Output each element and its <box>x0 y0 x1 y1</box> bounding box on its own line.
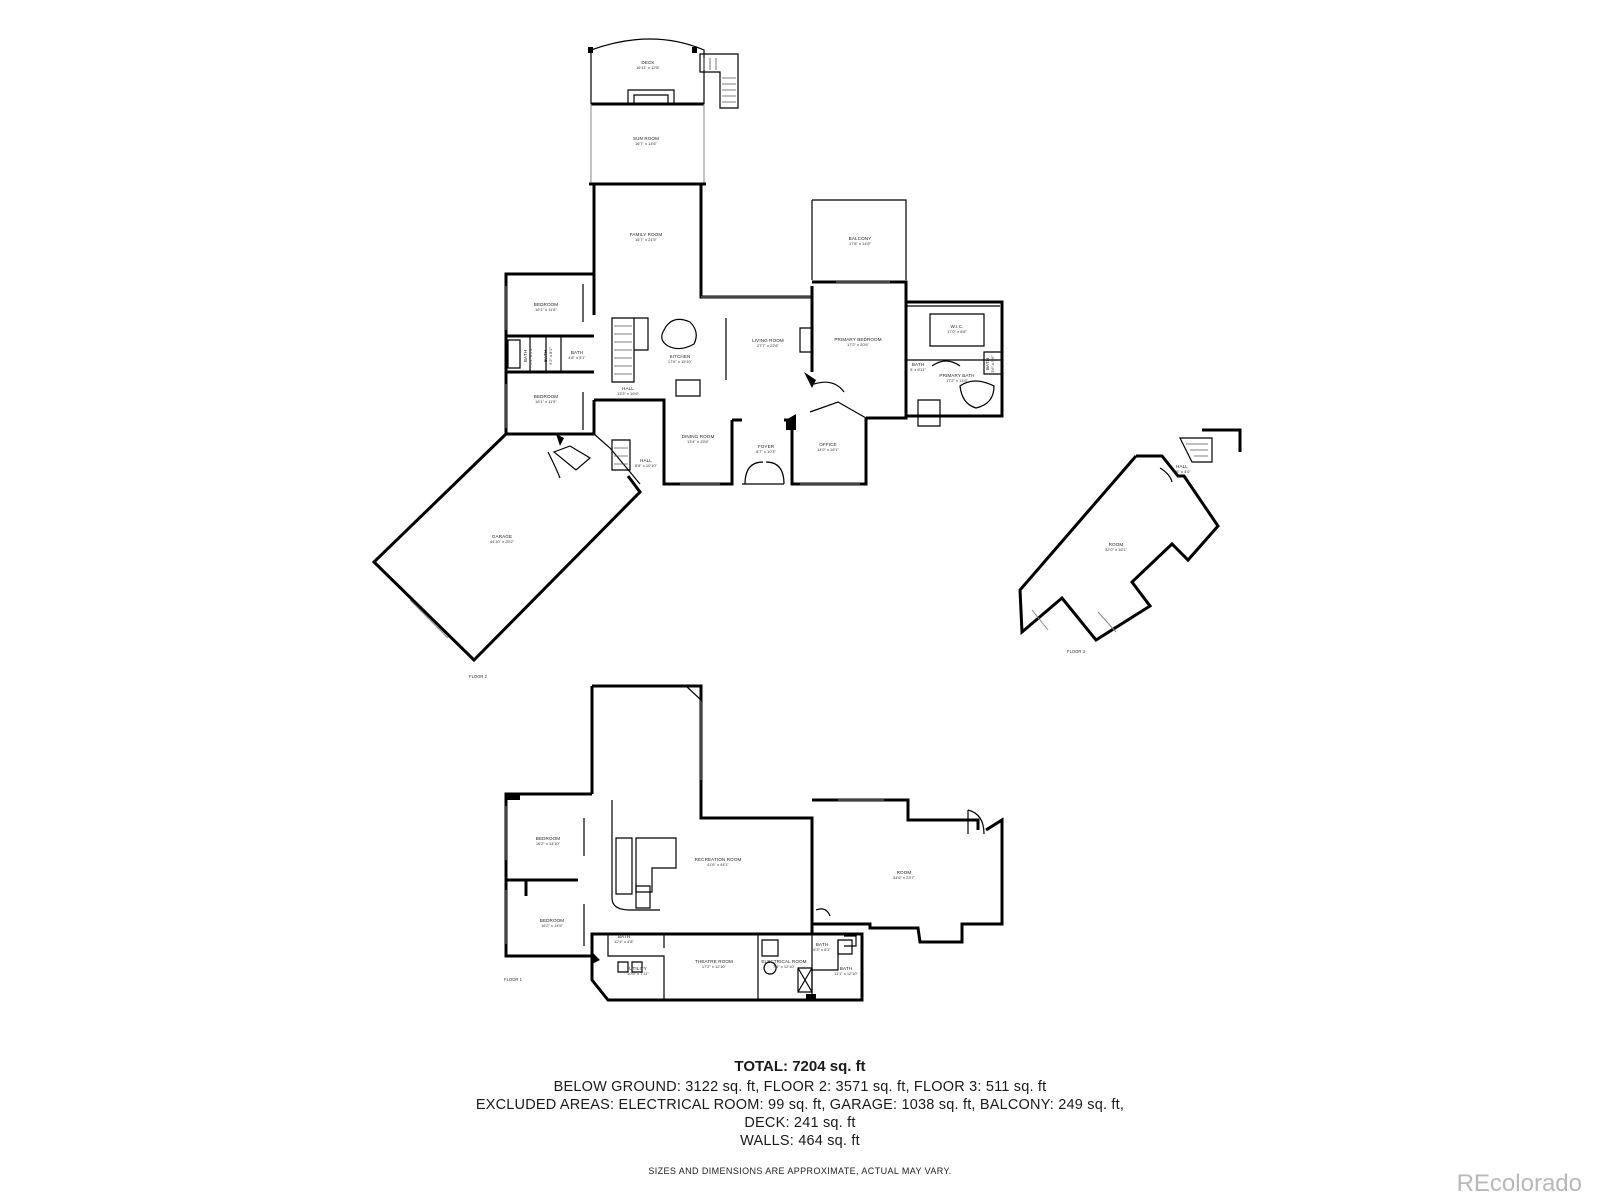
room-dim-bath-b: 5'2" x 8'1" <box>548 347 553 365</box>
room-dim-bath-f: 12'4" x 4'8" <box>614 939 634 944</box>
room-name-sun-room: SUN ROOM <box>633 136 659 141</box>
room-dim-deck: 16'11" x 12'8" <box>636 65 660 70</box>
room-dim-room-f3: 32'0" x 16'1" <box>1105 547 1128 552</box>
room-name-living-room: LIVING ROOM <box>752 338 784 343</box>
room-dim-theatre-room: 17'2" x 12'10" <box>702 964 727 969</box>
floor-label-3: FLOOR 3 <box>1067 649 1086 654</box>
room-name-hall-b: HALL <box>640 458 652 463</box>
room-name-hall-c: HALL <box>1176 464 1188 469</box>
floor-2-plan <box>371 38 1004 663</box>
room-name-bath-b: BATH <box>543 350 548 362</box>
total-area: TOTAL: 7204 sq. ft <box>734 1058 866 1075</box>
floor-area-breakdown: BELOW GROUND: 3122 sq. ft, FLOOR 2: 3571… <box>553 1079 1047 1095</box>
room-name-garage: GARAGE <box>492 534 512 539</box>
room-dim-sun-room: 16'7" x 14'6" <box>635 141 658 146</box>
walls-area: WALLS: 464 sq. ft <box>740 1133 860 1149</box>
room-dim-bath-h: 11'1" x 12'10" <box>834 971 858 976</box>
room-dim-hall-b: 8'8" x 10'10" <box>635 463 658 468</box>
room-dim-wic: 17'0" x 8'8" <box>947 329 967 334</box>
room-dim-bedroom-d: 16'2" x 14'5" <box>541 923 564 928</box>
room-name-deck: DECK <box>641 60 655 65</box>
room-dim-kitchen: 17'6" x 15'10" <box>668 359 693 364</box>
room-dim-bath-g: 6'3" x 6'1" <box>813 947 831 952</box>
room-dim-electrical-room: 7'8" x 12'10" <box>773 964 796 969</box>
room-dim-family-room: 16'7" x 21'5" <box>635 237 658 242</box>
room-labels: DECK 16'11" x 12'8" SUN ROOM 16'7" x 14'… <box>490 60 1191 976</box>
room-dim-bedroom-b: 16'1" x 11'5" <box>535 399 557 404</box>
room-name-theatre-room: THEATRE ROOM <box>695 959 733 964</box>
room-dim-primary-bedroom: 17'2" x 20'6" <box>847 342 870 347</box>
room-dim-bath-d: 5' x 6'11" <box>910 367 926 372</box>
room-name-family-room: FAMILY ROOM <box>630 232 663 237</box>
room-name-bath-f: BATH <box>618 934 630 939</box>
room-name-dining-room: DINING ROOM <box>682 434 715 439</box>
room-dim-room-f1: 34'6" x 23'7" <box>893 875 916 880</box>
floor-1-plan <box>504 684 1004 1002</box>
room-name-bath-c: BATH <box>571 350 583 355</box>
room-name-wic: W.I.C. <box>950 324 963 329</box>
room-name-office: OFFICE <box>819 442 836 447</box>
room-dim-hall-a: 13'3" x 16'6" <box>617 391 640 396</box>
room-dim-living-room: 27'7" x 22'6" <box>757 343 780 348</box>
room-dim-garage: 44'10" x 25'2" <box>490 539 515 544</box>
room-name-balcony: BALCONY <box>849 236 872 241</box>
disclaimer: SIZES AND DIMENSIONS ARE APPROXIMATE, AC… <box>648 1166 952 1176</box>
floor-label-2: FLOOR 2 <box>469 674 488 679</box>
brand-watermark: REcolorado <box>1456 1170 1582 1197</box>
room-dim-balcony: 17'8" x 14'8" <box>849 241 872 246</box>
excluded-areas-deck: DECK: 241 sq. ft <box>744 1115 856 1131</box>
room-name-bath-g: BATH <box>816 942 828 947</box>
room-dim-foyer: 8'7" x 10'3" <box>756 449 776 454</box>
room-name-bedroom-d: BEDROOM <box>540 918 565 923</box>
room-name-primary-bedroom: PRIMARY BEDROOM <box>834 337 881 342</box>
room-name-bath-h: BATH <box>840 966 852 971</box>
room-dim-bedroom-a: 16'1" x 11'8" <box>535 307 557 312</box>
room-dim-hall-c: 3'8" x 4'0" <box>1173 469 1191 474</box>
room-dim-utility: 10'5" x 7'11" <box>627 971 649 976</box>
room-name-bedroom-a: BEDROOM <box>534 302 559 307</box>
room-dim-office: 14'0" x 16'1" <box>817 447 840 452</box>
room-name-bedroom-c: BEDROOM <box>536 836 561 841</box>
room-name-electrical-room: ELECTRICAL ROOM <box>761 959 806 964</box>
room-dim-bath-c: 4'8" x 5'1" <box>568 355 586 360</box>
room-name-kitchen: KITCHEN <box>670 354 691 359</box>
floor-label-1: FLOOR 1 <box>504 977 523 982</box>
room-name-bath-d: BATH <box>912 362 924 367</box>
room-name-recreation-room: RECREATION ROOM <box>695 857 742 862</box>
room-name-bath-e: BATH <box>985 358 990 370</box>
room-dim-dining-room: 13'4" x 15'6" <box>687 439 710 444</box>
room-dim-bedroom-c: 16'2" x 14'10" <box>536 841 561 846</box>
floor-3-plan <box>1018 428 1242 642</box>
room-name-hall-a: HALL <box>622 386 634 391</box>
room-name-room-f3: ROOM <box>1109 542 1124 547</box>
room-dim-recreation-room: 41'6" x 44'1" <box>707 862 730 867</box>
room-name-bedroom-b: BEDROOM <box>534 394 559 399</box>
room-name-bath-a: BATH <box>523 350 528 362</box>
room-dim-primary-bath: 17'2" x 14'6" <box>946 378 969 383</box>
floor-labels: FLOOR 2 FLOOR 3 FLOOR 1 <box>469 649 1086 982</box>
room-name-foyer: FOYER <box>758 444 775 449</box>
room-name-utility: UTILITY <box>629 966 647 971</box>
room-dim-bath-a: 5'2" x 5'1" <box>528 347 533 365</box>
excluded-areas: EXCLUDED AREAS: ELECTRICAL ROOM: 99 sq. … <box>475 1097 1125 1113</box>
room-dim-bath-e: 3'6" x 5'6" <box>990 355 995 373</box>
room-name-primary-bath: PRIMARY BATH <box>939 373 974 378</box>
room-name-room-f1: ROOM <box>897 870 912 875</box>
